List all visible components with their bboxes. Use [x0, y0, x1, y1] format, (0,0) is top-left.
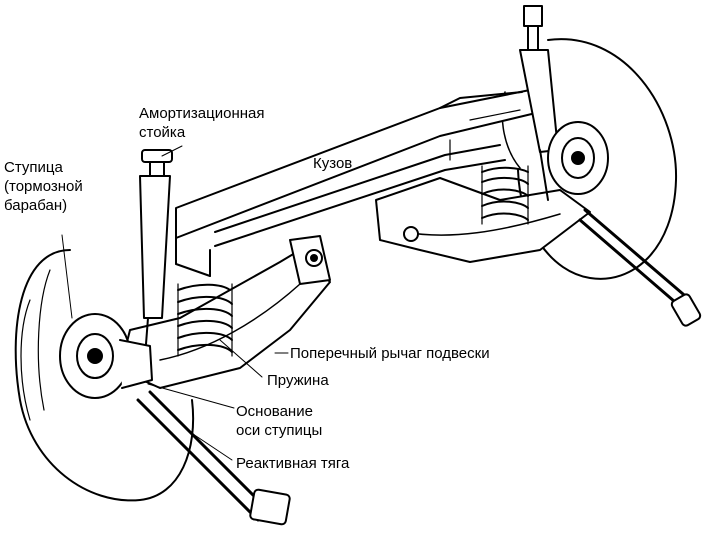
strut-leader — [161, 145, 183, 157]
rod-leader — [189, 431, 233, 461]
leader-lines — [61, 145, 289, 461]
hub-label-line-2: (тормозной — [4, 178, 83, 195]
right-spring — [481, 165, 529, 225]
left-reaction-rod — [136, 390, 291, 526]
strut-label-line-1: Амортизационная — [139, 105, 265, 122]
left-spring — [177, 283, 233, 357]
right-hub — [547, 121, 609, 195]
right-control-arm — [375, 177, 591, 263]
hub-leader — [61, 234, 73, 319]
hub-base-label: Основание оси ступицы — [236, 402, 322, 440]
strut-label: Амортизационная стойка — [139, 104, 265, 142]
spring-leader — [219, 339, 263, 378]
left-hub — [59, 313, 153, 399]
strut-label-line-2: стойка — [139, 124, 186, 141]
hub-label: Ступица (тормозной барабан) — [4, 158, 83, 215]
body-label: Кузов — [313, 155, 353, 172]
hub-label-line-3: барабан) — [4, 197, 68, 214]
left-strut — [139, 149, 173, 345]
reaction-rod-label: Реактивная тяга — [236, 455, 350, 472]
spring-label: Пружина — [267, 372, 329, 389]
hub-base-label-line-1: Основание — [236, 403, 313, 420]
control-arm-label: Поперечный рычаг подвески — [290, 345, 490, 362]
hub-base-label-line-2: оси ступицы — [236, 422, 323, 439]
hub-base-leader — [147, 383, 235, 409]
right-strut — [519, 5, 559, 201]
hub-label-line-1: Ступица — [4, 159, 63, 176]
right-reaction-rod — [578, 208, 702, 327]
